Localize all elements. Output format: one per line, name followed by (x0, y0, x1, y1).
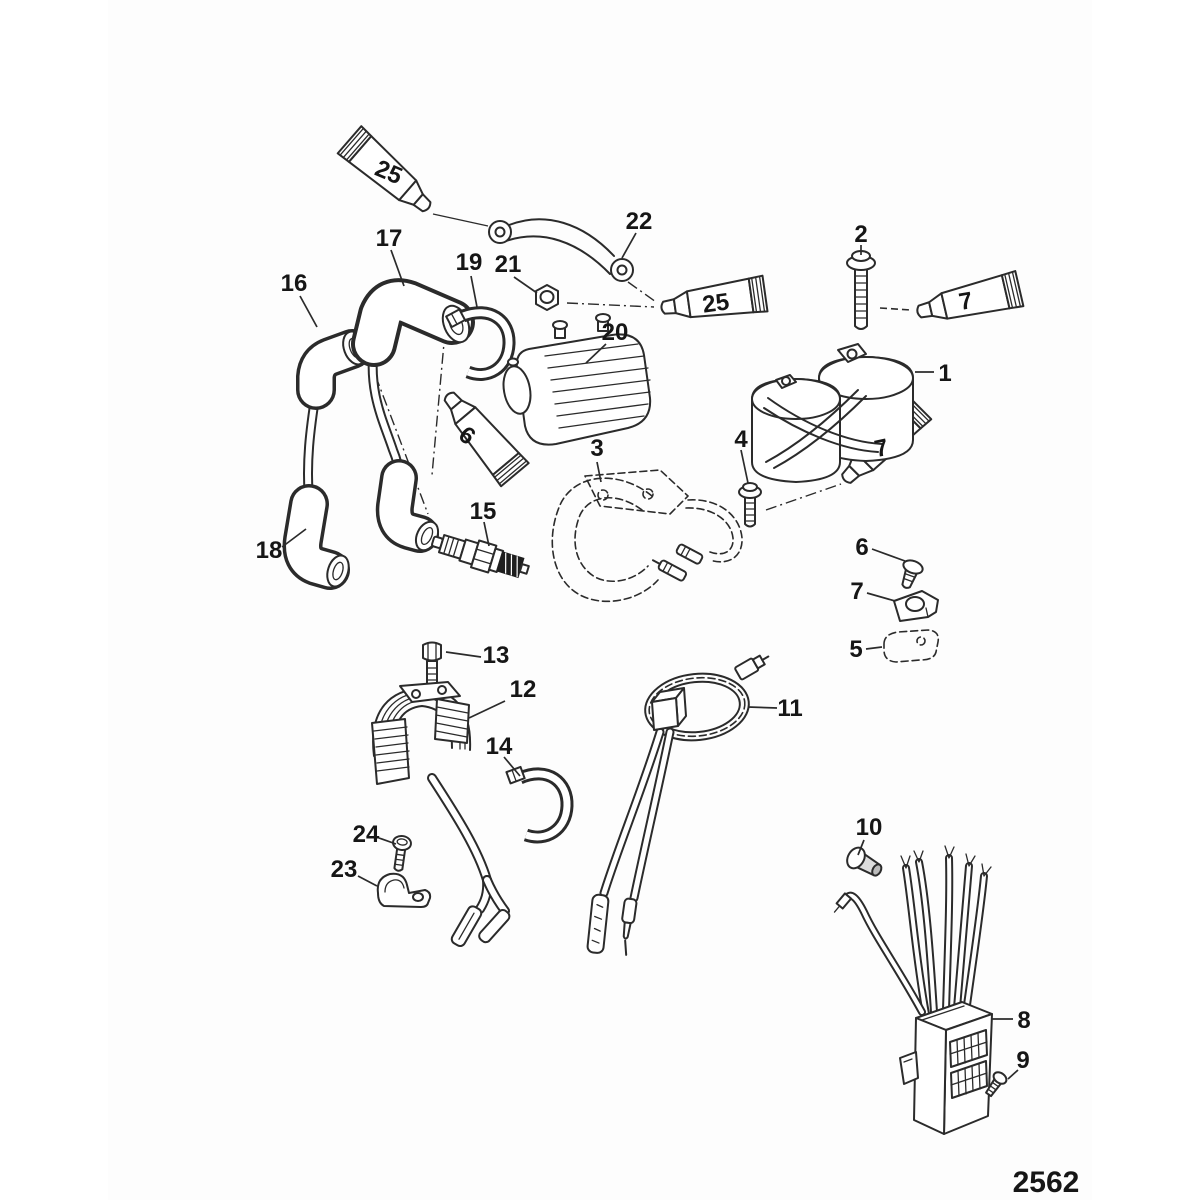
callout-6-screw: 6 (855, 534, 868, 561)
rivet-10 (846, 846, 883, 877)
ignition-coil-20 (502, 313, 652, 446)
ground-strap-22 (488, 218, 634, 282)
mounting-pad-5 (883, 629, 940, 663)
spark-plug-lead-17 (351, 278, 475, 553)
bolt-2 (846, 250, 876, 330)
callout-2: 2 (854, 221, 867, 248)
callout-22: 22 (626, 208, 653, 235)
trigger-plate-3 (551, 469, 743, 603)
screw-24 (392, 834, 412, 872)
lubricant-tube-25-mid (660, 274, 769, 319)
lubricant-tube-25-top (336, 125, 432, 213)
callout-25-mid: 25 (701, 288, 731, 318)
callout-3: 3 (590, 435, 603, 462)
callout-7-mid: 7 (872, 434, 891, 463)
callout-9: 9 (1016, 1047, 1029, 1074)
switch-box-8 (833, 845, 993, 1135)
retainer-clip-19 (445, 306, 516, 381)
callout-10: 10 (856, 814, 883, 841)
callout-20: 20 (602, 319, 629, 346)
callout-11: 11 (777, 695, 802, 722)
bolt-4 (738, 482, 762, 528)
callout-21: 21 (495, 251, 522, 278)
callout-17: 17 (376, 225, 403, 252)
screw-9 (985, 1071, 1008, 1098)
lubricant-tube-6 (443, 391, 530, 488)
callout-13: 13 (483, 642, 510, 669)
leader-lines (281, 232, 1019, 1080)
driver-coil-12 (371, 681, 511, 948)
ignition-coil-assembly-1 (751, 343, 914, 483)
screw-6 (901, 559, 924, 589)
ring-harness-11 (586, 654, 770, 956)
clamp-bracket-7 (893, 590, 939, 622)
callout-19: 19 (456, 249, 483, 276)
cable-clamp-23 (376, 872, 432, 908)
callout-7-clamp: 7 (850, 578, 863, 605)
callout-labels: 25 22 17 19 21 16 2 25 7 20 1 6 3 4 7 15… (256, 155, 1031, 1074)
callout-23: 23 (331, 856, 358, 883)
callout-4: 4 (734, 426, 748, 453)
callout-14: 14 (486, 733, 513, 760)
callout-24: 24 (353, 821, 380, 848)
callout-8: 8 (1017, 1007, 1030, 1034)
callout-12: 12 (510, 676, 537, 703)
nut-21 (535, 284, 559, 311)
retainer-clip-14 (505, 765, 574, 844)
callout-7-top: 7 (957, 287, 975, 316)
drawing-number: 2562 (1013, 1166, 1080, 1199)
callout-15: 15 (470, 498, 497, 525)
callout-16: 16 (281, 270, 308, 297)
spark-plug-15 (431, 534, 530, 579)
callout-5: 5 (849, 636, 862, 663)
callout-1: 1 (938, 360, 951, 387)
callout-18: 18 (256, 537, 283, 564)
lubricant-tube-7-top (916, 270, 1025, 320)
